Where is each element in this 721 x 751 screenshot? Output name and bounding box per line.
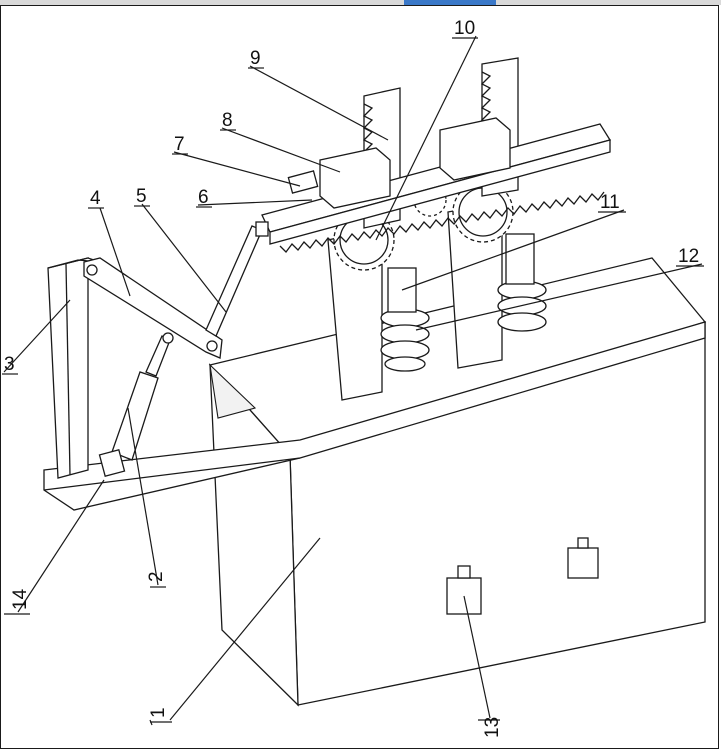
leader-9	[249, 65, 389, 141]
callout-14: 14	[10, 588, 31, 610]
block-13-right	[567, 547, 599, 579]
callout-11: 11	[600, 192, 620, 213]
callout-9: 9	[250, 48, 261, 69]
leader-6	[197, 199, 313, 206]
callout-5: 5	[136, 186, 147, 207]
callout-4: 4	[90, 188, 101, 209]
leader-4	[99, 207, 131, 297]
support-plate	[43, 321, 706, 511]
callout-3: 3	[4, 354, 15, 375]
callout-12: 12	[678, 246, 699, 267]
column-edge	[65, 263, 71, 476]
arm-4-pin-top	[86, 264, 98, 276]
spring-left-coil-2	[380, 324, 430, 344]
base-slot	[209, 363, 257, 419]
block-13-left-knob	[457, 565, 471, 579]
window-tab-indicator[interactable]	[404, 0, 496, 5]
leader-lines	[2, 35, 704, 726]
leader-11	[401, 209, 625, 291]
column-3	[47, 257, 101, 479]
cylinder-clevis	[98, 448, 126, 478]
callout-labels: 1 2 3 4 5 6 7 8 9 10 11 12 13 14	[4, 18, 699, 738]
beam-end-clevis	[255, 221, 269, 237]
callout-1: 1	[148, 707, 169, 718]
shafts	[387, 233, 535, 313]
arm-4	[83, 257, 223, 359]
pinion-7	[287, 170, 319, 194]
spring-left-coil-3	[380, 340, 430, 360]
arm-4-body	[83, 257, 223, 359]
support-plate-edge	[43, 457, 301, 491]
callout-13: 13	[482, 717, 503, 738]
cylinder-2	[98, 332, 174, 478]
leader-8	[221, 127, 341, 173]
leader-2	[127, 407, 159, 586]
callout-10: 10	[454, 18, 475, 39]
leader-12	[415, 263, 703, 331]
spring-left-coil-4	[384, 356, 426, 372]
leader-7	[173, 151, 301, 187]
beam-teeth	[279, 191, 605, 253]
shaft-right	[505, 233, 535, 285]
arm-4-pin-bottom	[206, 340, 218, 352]
leader-13	[463, 595, 491, 719]
link-5-body	[205, 225, 263, 337]
slider-blocks	[319, 117, 511, 209]
block-right	[439, 117, 511, 181]
cylinder-rod-pin	[162, 332, 174, 344]
block-left	[319, 147, 391, 209]
cylinder-barrel	[111, 371, 159, 461]
leader-14	[17, 479, 105, 613]
pinion-body	[287, 170, 319, 194]
callout-2: 2	[146, 571, 167, 582]
leader-10	[375, 35, 477, 241]
leader-3	[3, 299, 71, 373]
leader-5	[141, 203, 227, 313]
drawing-frame	[0, 5, 719, 749]
callout-7: 7	[174, 134, 185, 155]
support-plate-body	[43, 321, 706, 511]
block-13-right-knob	[577, 537, 589, 549]
link-5	[205, 225, 263, 337]
callout-6: 6	[198, 187, 209, 208]
window-top-strip	[0, 0, 721, 5]
leader-1	[169, 537, 321, 721]
callout-8: 8	[222, 110, 233, 131]
spring-right-coil-3	[497, 312, 547, 332]
